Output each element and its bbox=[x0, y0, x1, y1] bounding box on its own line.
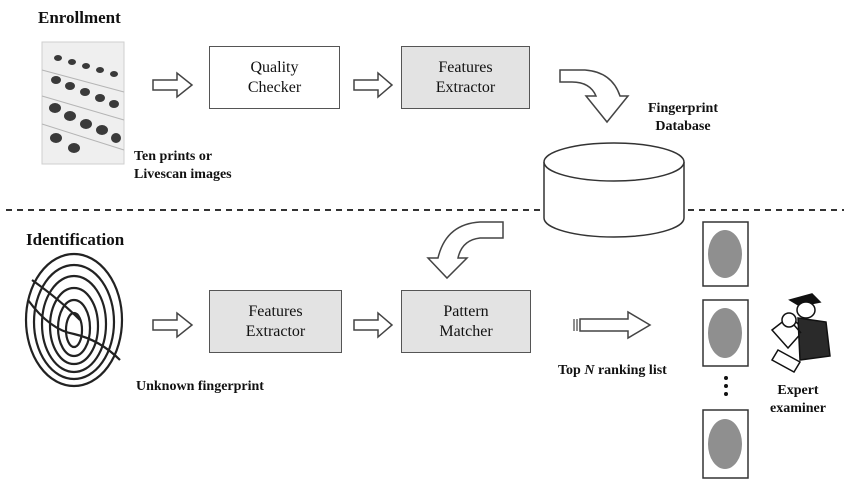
pattern-matcher-line1: Pattern bbox=[443, 302, 489, 320]
enrollment-extractor-line1: Features bbox=[438, 58, 493, 76]
database-label: Fingerprint Database bbox=[648, 100, 718, 136]
candidate-card-2 bbox=[702, 299, 749, 367]
enrollment-heading: Enrollment bbox=[38, 8, 121, 27]
identification-features-extractor-box: Features Extractor bbox=[209, 290, 342, 353]
pattern-matcher-box: Pattern Matcher bbox=[401, 290, 531, 353]
ten-prints-caption-line1: Ten prints or bbox=[134, 149, 213, 164]
arrow-features-to-matcher bbox=[353, 311, 394, 339]
arrow-quality-to-extractor bbox=[353, 71, 394, 99]
arrow-extractor-to-database bbox=[559, 69, 630, 124]
identification-heading: Identification bbox=[26, 230, 125, 249]
candidate-card-n bbox=[702, 409, 749, 479]
fingerprint-database-cylinder bbox=[543, 142, 685, 238]
ranking-prefix: Top bbox=[558, 363, 585, 378]
expert-label-line1: Expert bbox=[777, 383, 819, 398]
quality-checker-line1: Quality bbox=[250, 58, 299, 76]
ten-prints-caption: Ten prints or Livescan images bbox=[134, 148, 232, 184]
arrow-matcher-to-ranking bbox=[579, 310, 652, 340]
ranking-n: N bbox=[584, 363, 595, 378]
database-label-line1: Fingerprint bbox=[648, 101, 718, 116]
expert-examiner-clipart bbox=[770, 293, 831, 374]
ten-prints-caption-line2: Livescan images bbox=[134, 167, 232, 182]
unknown-fingerprint-image bbox=[24, 252, 124, 388]
candidate-card-1 bbox=[702, 221, 749, 287]
arrow-card-to-quality bbox=[152, 71, 194, 99]
arrow-card-to-features bbox=[152, 311, 194, 339]
pattern-matcher-line2: Matcher bbox=[439, 322, 493, 340]
ranking-suffix: ranking list bbox=[594, 363, 667, 378]
ranking-list-caption: Top N ranking list bbox=[558, 362, 667, 380]
quality-checker-box: Quality Checker bbox=[209, 46, 340, 109]
identification-extractor-line2: Extractor bbox=[245, 322, 306, 340]
identification-extractor-line1: Features bbox=[248, 302, 303, 320]
expert-label-line2: examiner bbox=[770, 401, 826, 416]
enrollment-features-extractor-box: Features Extractor bbox=[401, 46, 530, 109]
database-label-line2: Database bbox=[655, 119, 711, 134]
arrow-database-to-matcher bbox=[426, 221, 504, 280]
ten-print-card-image bbox=[41, 41, 125, 165]
unknown-fingerprint-caption: Unknown fingerprint bbox=[136, 379, 264, 394]
ranking-arrow-tail bbox=[573, 319, 578, 331]
ellipsis-dots bbox=[724, 376, 728, 396]
quality-checker-line2: Checker bbox=[247, 78, 302, 96]
enrollment-extractor-line2: Extractor bbox=[435, 78, 496, 96]
expert-examiner-label: Expert examiner bbox=[770, 382, 826, 418]
